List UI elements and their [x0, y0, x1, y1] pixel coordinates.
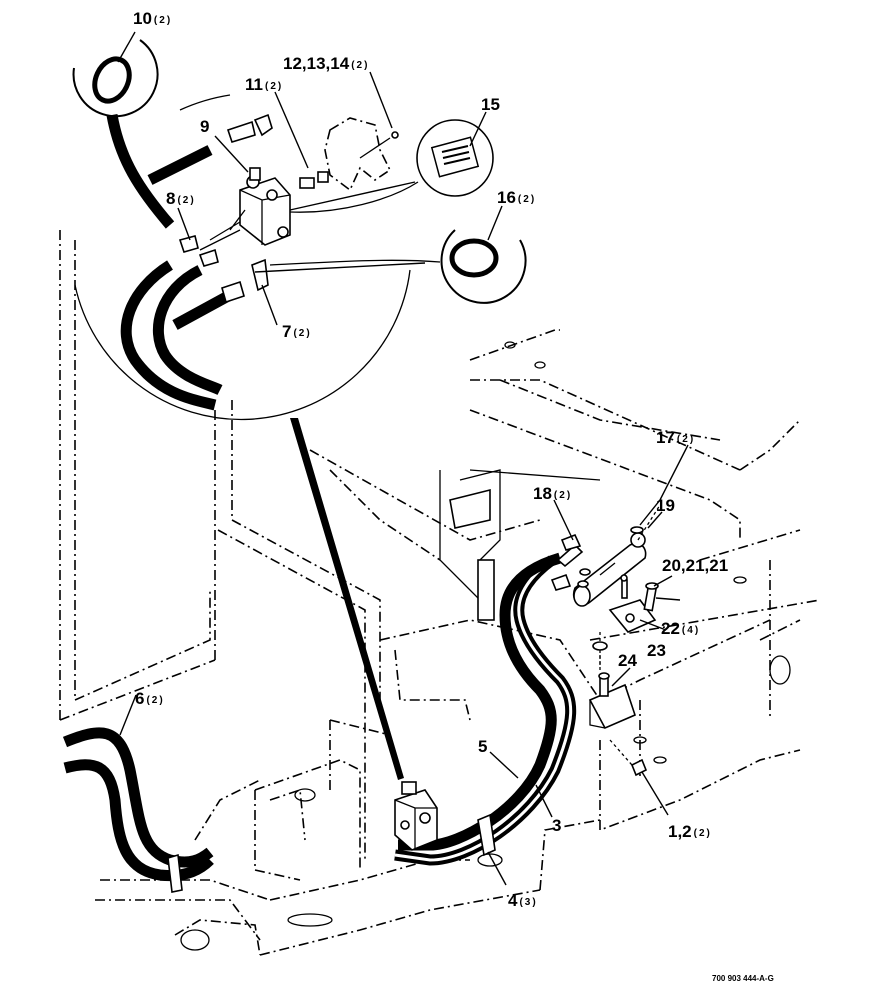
callout-20-21-21: 20,21,21 [662, 556, 729, 575]
detail-circle-16 [440, 229, 527, 304]
frame-slot [287, 913, 333, 927]
callout-23: 23 [647, 641, 666, 660]
hose-6-upper [62, 727, 214, 868]
callout-3: 3 [552, 816, 562, 835]
callout-24: 24 [618, 651, 637, 670]
callout-15: 15 [481, 95, 500, 114]
callout-7: 7(2) [282, 322, 312, 341]
callout-10: 10(2) [133, 9, 173, 28]
callout-19: 19 [656, 496, 675, 515]
callout-16: 16(2) [497, 188, 537, 207]
callout-5: 5 [478, 737, 488, 756]
hose-inset-top-left [106, 114, 175, 229]
callout-17: 17(2) [656, 428, 696, 447]
frame-hole [180, 929, 210, 951]
leader-lines [117, 31, 689, 886]
detail-circle-15 [416, 119, 494, 197]
magnifier-circle [74, 269, 411, 421]
frame-hole-2 [294, 788, 316, 802]
inset-leader-wedge [290, 418, 404, 780]
hose-6-lower [63, 759, 214, 882]
detail-circle-10 [72, 39, 159, 118]
hose-clip [167, 813, 496, 893]
pump-bracket [439, 469, 601, 621]
hose-inset-lower [172, 290, 233, 330]
hose-inset-outer [120, 260, 217, 411]
seal-kit-outline [324, 117, 392, 192]
callout-8: 8(2) [166, 189, 196, 208]
valve-block-inset [178, 113, 399, 304]
callout-4: 4(3) [508, 891, 538, 910]
cylinder-assembly [550, 504, 661, 777]
callout-18: 18(2) [533, 484, 573, 503]
callout-22: 22(4) [661, 619, 701, 638]
callout-11: 11(2) [245, 75, 284, 94]
hose-inset-inner [152, 265, 223, 396]
drawing-reference-number: 700 903 444-A-G [712, 974, 774, 983]
valve-block-main [394, 781, 438, 851]
frame-hole-3 [769, 655, 791, 685]
frame-slot-2 [477, 853, 503, 867]
callout-9: 9 [200, 117, 210, 136]
callout-1-2: 1,2(2) [668, 822, 712, 841]
callout-12-13-14: 12,13,14(2) [283, 54, 370, 73]
hose-inset-left [147, 145, 213, 185]
callout-6: 6(2) [135, 689, 165, 708]
